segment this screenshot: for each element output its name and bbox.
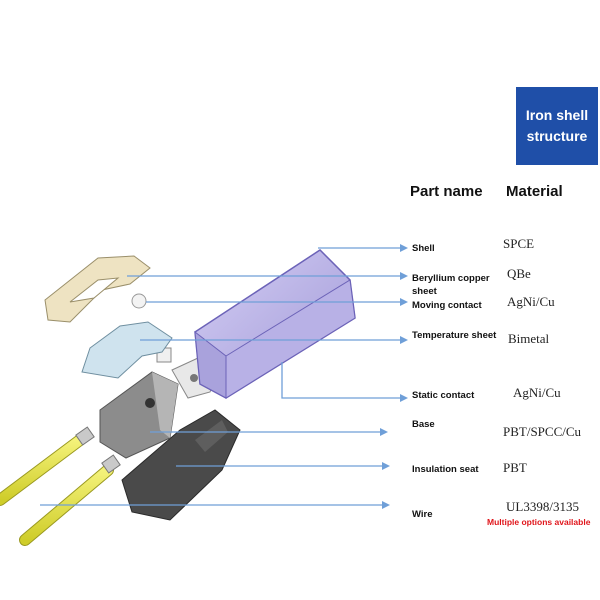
material-base: PBT/SPCC/Cu [503, 424, 582, 439]
part-name-insulation-seat: Insulation seat [412, 464, 479, 475]
material-static-contact: AgNi/Cu [513, 385, 561, 400]
temperature-sheet-shape [81, 321, 173, 379]
material-insulation-seat: PBT [503, 460, 527, 475]
material-shell: SPCE [503, 236, 535, 251]
wires [0, 426, 121, 546]
part-name-base: Base [412, 419, 435, 430]
material-header: Material [506, 183, 563, 200]
wire-options-note: Multiple options available [487, 517, 591, 527]
material-beryllium-copper-sheet: QBe [507, 266, 531, 281]
part-name-shell: Shell [412, 243, 435, 254]
title-badge: Iron shell structure [516, 87, 598, 165]
part-name-beryllium-copper-sheet: Beryllium copper sheet [412, 273, 490, 297]
part-name-moving-contact: Moving contact [412, 300, 482, 311]
material-temperature-sheet: Bimetal [508, 331, 550, 346]
material-moving-contact: AgNi/Cu [507, 294, 555, 309]
part-name-wire: Wire [412, 509, 433, 520]
moving-contact-ball [131, 293, 147, 309]
arrow-static-contact [281, 362, 400, 399]
leader-lines [40, 247, 400, 506]
part-name-static-contact: Static contact [412, 390, 475, 401]
title-text: Iron shell structure [525, 107, 589, 144]
material-wire: UL3398/3135 [506, 499, 579, 514]
part-name-header: Part name [410, 183, 483, 200]
part-name-temperature-sheet: Temperature sheet [412, 330, 497, 341]
arrowheads [380, 244, 408, 509]
